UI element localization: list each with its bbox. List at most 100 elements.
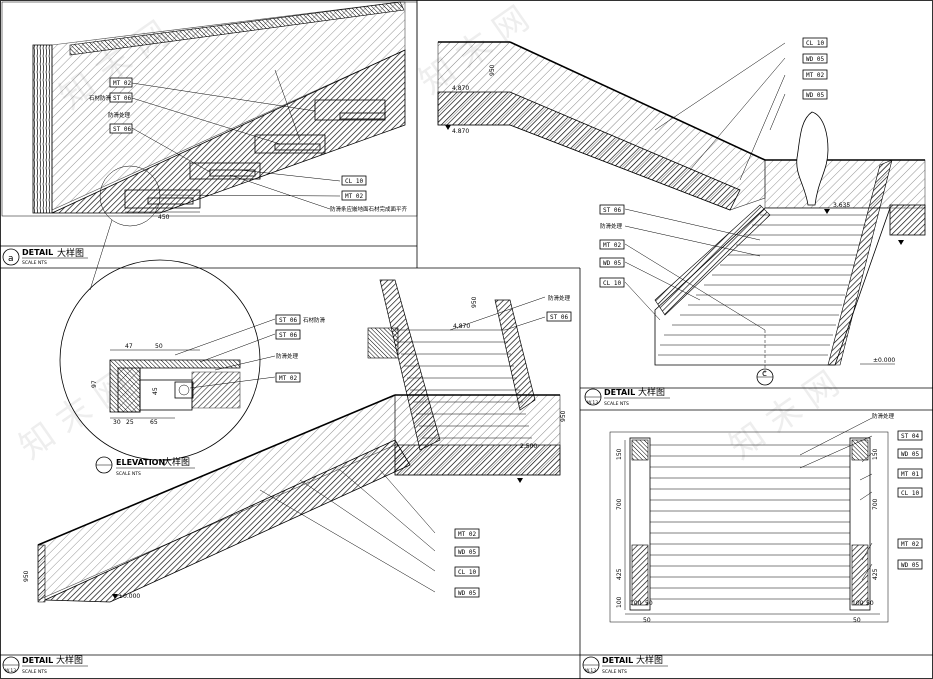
title-d-sub: W.13 [587, 400, 598, 406]
note-d-antislip: 防滑处理 [548, 294, 571, 302]
dim-c-50: 50 [155, 343, 163, 350]
note-a-stone: 石材防滑 [89, 94, 112, 102]
title-e-en: DETAIL [602, 656, 633, 665]
tag-mt02-d: MT 02 [454, 528, 480, 539]
panel-a-tags: MT 02 ST 06 石材防滑 防滑处理 ST 06 CL 10 MT 02 … [89, 77, 408, 213]
tag-wd05-e2: WD 05 [897, 559, 923, 570]
title-a-scale: SCALE NTS [22, 260, 47, 266]
note-b-antislip: 防滑处理 [600, 222, 623, 230]
svg-text:CL 10: CL 10 [901, 490, 919, 497]
panel-c-title: ELEVATION 大样图 SCALE NTS [95, 456, 195, 477]
dim-e-br-50b: 50 [853, 617, 861, 624]
dim-a-450: 450 [158, 214, 170, 221]
tag-wd05-d1: WD 05 [454, 546, 480, 557]
title-a-zh: 大样图 [57, 247, 84, 259]
note-a-antislip: 防滑处理 [108, 111, 131, 119]
title-a-marker: a [8, 254, 14, 264]
svg-text:ST 06: ST 06 [113, 95, 131, 102]
dim-b-0000: ±0.000 [873, 357, 895, 364]
title-a-en: DETAIL [22, 248, 53, 257]
title-d-zh: 大样图 [638, 386, 665, 398]
dim-e-bl-50b: 50 [643, 617, 651, 624]
svg-text:MT 02: MT 02 [113, 80, 131, 87]
svg-text:WD 05: WD 05 [901, 451, 919, 458]
dim-e-bl-50: 50 [645, 600, 653, 607]
panel-c-tags: ST 06 石材防滑 ST 06 防滑处理 MT 02 [275, 314, 326, 383]
tag-st06-b: ST 06 [599, 204, 625, 215]
dim-c-45: 45 [152, 387, 159, 395]
tag-wd05-d2: WD 05 [454, 587, 480, 598]
dim-b-4870: 4,870 [452, 85, 469, 92]
dim-e-100a: 100 [616, 596, 623, 608]
tag-cl10-a: CL 10 [341, 175, 367, 186]
tag-wd05-e1: WD 05 [897, 448, 923, 459]
tag-mt02-c: MT 02 [275, 372, 301, 383]
tag-wd05-b3: WD 05 [599, 257, 625, 268]
dim-d-950a: 950 [471, 296, 478, 308]
tag-st06-c2: ST 06 [275, 329, 301, 340]
svg-text:ST 04: ST 04 [901, 433, 919, 440]
panel-c-circle-detail: 47 50 97 45 30 25 65 [59, 259, 276, 461]
tag-st06-d: ST 06 [546, 311, 572, 322]
svg-text:ST 06: ST 06 [279, 317, 297, 324]
svg-text:ST 06: ST 06 [279, 332, 297, 339]
svg-text:WD 05: WD 05 [901, 562, 919, 569]
section-marker: c [762, 369, 767, 379]
svg-text:ST 06: ST 06 [113, 126, 131, 133]
panel-e-title: W.13 DETAIL 大样图 SCALE NTS [582, 654, 668, 675]
tag-wd05-b2: WD 05 [802, 89, 828, 100]
dim-e-br-100: 100 [852, 600, 864, 607]
title-c-sub: W.13 [5, 668, 16, 674]
tag-cl10-e: CL 10 [897, 487, 923, 498]
svg-text:WD 05: WD 05 [806, 92, 824, 99]
panel-d-stair-elevation: 950 950 950 4,870 2.500 ±0.000 [23, 279, 567, 603]
title-b-zh: 大样图 [163, 456, 190, 468]
dim-e-br-50: 50 [866, 600, 874, 607]
note-a-led: 防滑条应嵌地面石材完成面平齐 [330, 205, 408, 213]
dim-b-950: 950 [489, 64, 496, 76]
panel-a-stair-section: 450 [1, 1, 418, 221]
svg-text:MT 02: MT 02 [603, 242, 621, 249]
title-d-scale: SCALE NTS [604, 401, 629, 407]
dim-d-2500: 2.500 [520, 443, 537, 450]
panel-e-stair-plan: 150 700 425 100 150 700 425 100 50 50 10… [609, 417, 889, 624]
panel-b-stair-perspective: c 4,870 4.870 3.635 ±0.000 950 [437, 41, 926, 386]
title-e-zh: 大样图 [636, 654, 663, 666]
title-b-scale: SCALE NTS [116, 471, 141, 477]
tag-st06-a1: ST 06 [109, 92, 133, 103]
dim-d-0000: ±0.000 [118, 593, 140, 600]
title-c-scale: SCALE NTS [22, 669, 47, 675]
dim-b-4870b: 4.870 [452, 128, 469, 135]
tag-mt02-b1: MT 02 [802, 69, 828, 80]
dim-c-97: 97 [91, 380, 98, 388]
svg-text:MT 02: MT 02 [458, 531, 476, 538]
note-c-stone: 石材防滑 [303, 316, 326, 324]
tag-wd05-b1: WD 05 [802, 53, 828, 64]
watermark-4: 知 末 网 [722, 364, 846, 468]
tag-cl10-b2: CL 10 [599, 277, 625, 288]
svg-text:WD 05: WD 05 [458, 590, 476, 597]
tag-mt02-e: MT 02 [897, 538, 923, 549]
dim-e-150b: 150 [872, 448, 879, 460]
title-c-zh: 大样图 [56, 654, 83, 666]
panel-b-tags: CL 10 WD 05 MT 02 WD 05 ST 06 防滑处理 MT 02… [599, 37, 828, 288]
svg-text:MT 02: MT 02 [901, 541, 919, 548]
tag-st06-a2: ST 06 [109, 123, 133, 134]
svg-text:MT 02: MT 02 [345, 193, 363, 200]
title-b-en: ELEVATION [116, 458, 165, 467]
tag-mt02-a1: MT 02 [109, 77, 133, 88]
panel-b-treads [658, 214, 870, 356]
svg-text:MT 01: MT 01 [901, 471, 919, 478]
svg-text:CL 10: CL 10 [603, 280, 621, 287]
svg-text:WD 05: WD 05 [806, 56, 824, 63]
tag-st06-c1: ST 06 [275, 314, 301, 325]
title-e-scale: SCALE NTS [602, 669, 627, 675]
svg-text:ST 06: ST 06 [603, 207, 621, 214]
note-c-antislip: 防滑处理 [276, 352, 299, 360]
svg-text:MT 02: MT 02 [279, 375, 297, 382]
dim-d-950c: 950 [23, 570, 30, 582]
dim-e-bl-100: 100 [630, 600, 642, 607]
dim-e-700a: 700 [616, 498, 623, 510]
title-e-sub: W.13 [585, 668, 596, 674]
